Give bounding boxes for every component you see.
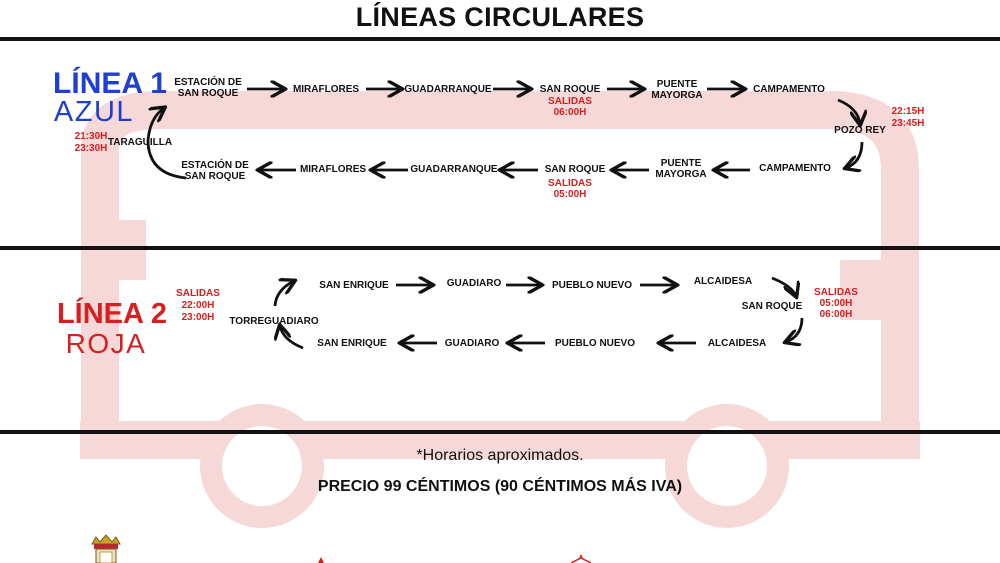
line2-bottom-stop: ALCAIDESA	[707, 338, 767, 349]
crest-icon	[91, 534, 121, 563]
line2-start-label: SALIDAS	[176, 288, 220, 299]
divider	[0, 430, 1000, 434]
line1-bottom-departure-label: SALIDAS	[548, 178, 592, 189]
divider	[0, 246, 1000, 250]
line1-turn-time: 23:45H	[891, 118, 925, 129]
line2-start-time: 23:00H	[181, 312, 215, 323]
page-title: LÍNEAS CIRCULARES	[355, 2, 645, 32]
line1-top-departure-label: SALIDAS	[548, 96, 592, 107]
curve-arrow-icon	[771, 276, 796, 296]
line1-name: LÍNEA 1	[53, 67, 167, 100]
line2-turn-time: 06:00H	[819, 309, 853, 320]
line1-top-stop: ESTACIÓN DE SAN ROQUE	[174, 77, 242, 99]
line1-return-stop: TARAGUILLA	[107, 137, 173, 148]
line1-turn-stop: POZO REY	[834, 125, 886, 136]
line1-top-departure-time: 06:00H	[553, 107, 587, 118]
footnote: *Horarios aproximados.	[416, 447, 584, 464]
line1-top-stop: MIRAFLORES	[292, 84, 360, 95]
line1-top-stop: PUENTE MAYORGA	[651, 79, 703, 101]
curve-arrow-icon	[146, 108, 187, 180]
line2-top-stop: ALCAIDESA	[693, 276, 753, 287]
curve-arrow-icon	[837, 98, 860, 124]
partial-emblem-icon	[570, 554, 592, 563]
line1-return-time: 21:30H	[74, 131, 108, 142]
line2-curve-arrows	[273, 276, 804, 350]
line2-top-stop: GUADIARO	[446, 278, 502, 289]
line1-bottom-stop: SAN ROQUE	[544, 164, 606, 175]
line2-color-name: ROJA	[65, 328, 147, 359]
line2-top-stop: PUEBLO NUEVO	[551, 280, 633, 291]
line2-start-time: 22:00H	[181, 300, 215, 311]
line1-turn-time: 22:15H	[891, 106, 925, 117]
line2-name: LÍNEA 2	[56, 298, 168, 330]
line2-bottom-stop: SAN ENRIQUE	[317, 338, 387, 349]
line1-bottom-stop: GUADARRANQUE	[410, 164, 498, 175]
line2-return-stop: TORREGUADIARO	[229, 316, 319, 327]
curve-arrow-icon	[786, 317, 804, 342]
line1-bottom-stop: ESTACIÓN DE SAN ROQUE	[181, 160, 249, 182]
line1-bottom-stop: PUENTE MAYORGA	[655, 158, 707, 180]
line1-top-stop: SAN ROQUE	[539, 84, 601, 95]
curve-arrow-icon	[273, 281, 294, 307]
line1-return-time: 23:30H	[74, 143, 108, 154]
line2-turn-label: SALIDAS	[814, 287, 858, 298]
line1-color-name: AZUL	[53, 96, 135, 128]
line2-turn-stop: SAN ROQUE	[741, 301, 803, 312]
line2-top-stop: SAN ENRIQUE	[319, 280, 389, 291]
line1-bottom-departure-time: 05:00H	[553, 189, 587, 200]
curve-arrow-icon	[280, 326, 304, 350]
line1-top-stop: GUADARRANQUE	[404, 84, 492, 95]
line1-curve-arrows	[146, 98, 864, 180]
partial-logo-icon	[318, 557, 324, 563]
divider	[0, 37, 1000, 41]
line2-turn-time: 05:00H	[819, 298, 853, 309]
line2-bottom-stop: GUADIARO	[444, 338, 500, 349]
line1-bottom-stop: CAMPAMENTO	[759, 163, 831, 174]
line1-bottom-stop: MIRAFLORES	[299, 164, 367, 175]
line2-bottom-stop: PUEBLO NUEVO	[554, 338, 636, 349]
price: PRECIO 99 CÉNTIMOS (90 CÉNTIMOS MÁS IVA)	[317, 478, 683, 495]
curve-arrow-icon	[846, 141, 864, 168]
line1-top-stop: CAMPAMENTO	[753, 84, 825, 95]
